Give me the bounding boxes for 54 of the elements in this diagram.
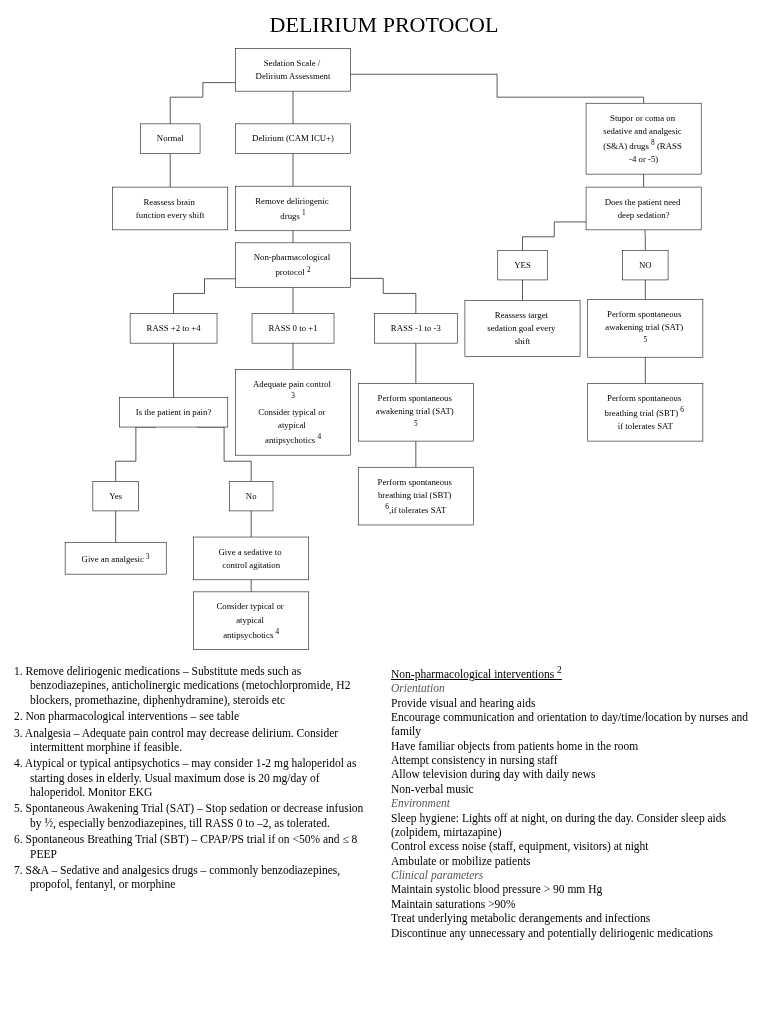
footnote-text: 5. Spontaneous Awakening Trial (SAT) – Stop sedation or decrease infusion by ½, especially benzodiazepines, till RASS 0 to –2, as tolerated.	[14, 801, 365, 831]
node-box: Normal	[140, 123, 201, 154]
table-row-text: Maintain saturations >90%	[391, 896, 517, 912]
table-row-text: Provide visual and hearing aids	[391, 695, 537, 710]
footnote-text: 3. Analgesia – Adequate pain control may decrease delirium. Consider intermittent morphine if feasible.	[14, 725, 340, 755]
node-box: RASS -1 to -3	[374, 313, 458, 344]
table-row-text: Allow television during day with daily news	[391, 767, 597, 782]
connector	[115, 510, 116, 544]
footnote-text: 6. Spontaneous Breathing Trial (SBT) – CPAP/PS trial if on <50% and ≤ 8 PEEP	[14, 832, 359, 861]
footnote-text: 4. Atypical or typical antipsychotics – may consider 1-2 mg haloperidol as starting doses in elderly. Usual maximum dose is 20 mg/day of haloperidol. Monitor EKG	[14, 756, 358, 800]
node-box: Give a sedative to control agitation	[193, 536, 309, 581]
node-box: Reassess brain function every shift	[112, 186, 229, 231]
node-box: NO	[622, 250, 669, 281]
table-row-text: Non-verbal music	[391, 781, 475, 797]
footnote-text: 1. Remove deliriogenic medications – Substitute meds such as benzodiazepines, anticholinergic medications (metochlorpromide, H2 blockers, promethazine, diphenhydramine), steroids etc	[14, 664, 352, 708]
table-row-text: Maintain systolic blood pressure > 90 mm Hg	[391, 882, 604, 897]
footnote-text: 7. S&A – Sedative and analgesics drugs – commonly benzodiazepines, propofol, fentanyl, or morphine	[14, 862, 342, 892]
node-box: Is the patient in pain?	[119, 397, 229, 428]
connector	[173, 342, 174, 398]
node-box: Give an analgesic $^{3}$	[64, 542, 167, 575]
table-heading: Non-pharmacological interventions $^{2}$	[391, 664, 563, 682]
table-row-text: Attempt consistency in nursing staff	[391, 753, 559, 768]
section-heading: Orientation	[391, 681, 446, 696]
connector	[644, 356, 646, 384]
node-box: Yes	[92, 481, 139, 512]
node-box: Perform spontaneous breathing trial (SBT) $^{6}$,if tolerates SAT	[358, 466, 474, 526]
node-box: Consider typical or atypical antipsychotics $^{4}$	[193, 591, 309, 650]
table-row-text: Discontinue any unnecessary and potentially deliriogenic medications	[391, 925, 714, 940]
section-heading: Environment	[391, 796, 451, 811]
title: DELIRIUM PROTOCOL	[268, 12, 500, 38]
node-box: Perform spontaneous breathing trial (SBT) $^{6}$ if tolerates SAT	[587, 383, 704, 442]
node-box: Remove deliriogenic drugs $^{1}$	[235, 185, 351, 232]
table-row-text: Encourage communication and orientation to day/time/location by nurses and family	[391, 710, 750, 739]
node-box: YES	[497, 250, 548, 281]
node-box: Sedation Scale / Delirium Assessment	[235, 48, 351, 92]
node-box: Reassess target sedation goal every shift	[464, 300, 581, 357]
node-box: Does the patient need deep sedation?	[585, 186, 702, 231]
table-row-text: Ambulate or mobilize patients	[391, 853, 532, 869]
footnote-text: 2. Non pharmacological interventions – see table	[14, 709, 241, 724]
connector	[522, 221, 587, 251]
table-row-text: Have familiar objects from patients home in the room	[391, 738, 640, 754]
node-box: Non-pharmacological protocol $^{2}$	[235, 242, 351, 288]
node-box: RASS +2 to +4	[129, 313, 218, 344]
node-box: Stupor or coma on sedative and analgesic (S&A) drugs $^{8}$ (RASS -4 or -5)	[585, 102, 702, 175]
node-box: Delirium (CAM ICU+)	[235, 123, 351, 154]
node-box: RASS 0 to +1	[251, 313, 335, 344]
node-box: No	[229, 481, 274, 512]
table-row-text: Control excess noise (staff, equipment, visitors) at night	[391, 839, 650, 854]
connector	[173, 278, 236, 314]
connector	[643, 173, 644, 188]
connector	[522, 279, 523, 301]
table-row-text: Sleep hygiene: Lights off at night, on during the day. Consider sleep aids (zolpidem, mirtazapine)	[391, 810, 728, 840]
table-row-text: Treat underlying metabolic derangements and infections	[391, 911, 652, 926]
section-heading: Clinical parameters	[391, 868, 485, 883]
